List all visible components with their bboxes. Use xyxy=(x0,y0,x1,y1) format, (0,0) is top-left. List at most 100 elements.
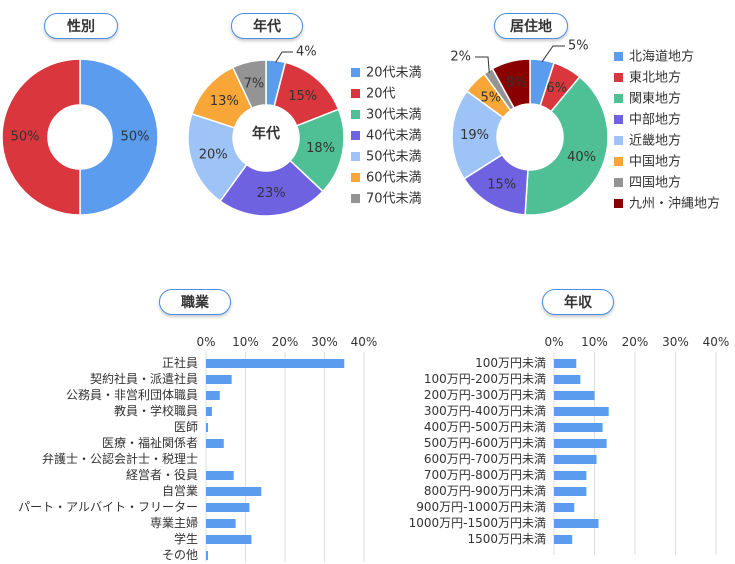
residence-label-4: 19% xyxy=(460,128,489,143)
occupation-category-9: パート・アルバイト・フリーター xyxy=(18,500,198,514)
income-category-8: 800万円-900万円未満 xyxy=(424,484,546,498)
income-bar-7 xyxy=(554,471,587,480)
occupation-bar-4 xyxy=(206,423,208,432)
income-category-6: 600万円-700万円未満 xyxy=(424,452,546,466)
income-bar-1 xyxy=(554,375,581,384)
occupation-category-4: 医師 xyxy=(174,420,198,434)
income-tick-3: 30% xyxy=(662,335,689,349)
occupation-tick-1: 10% xyxy=(232,335,259,349)
occupation-category-3: 教員・学校職員 xyxy=(114,403,198,418)
occupation-category-11: 学生 xyxy=(174,531,198,546)
occupation-bar-10 xyxy=(206,519,236,528)
income-bar-0 xyxy=(554,359,577,368)
age-legend-swatch-0 xyxy=(351,68,360,77)
income-category-11: 1500万円未満 xyxy=(467,532,546,546)
residence-label-2: 40% xyxy=(567,150,596,165)
age-legend-swatch-1 xyxy=(351,89,360,98)
occupation-bar-2 xyxy=(206,391,220,400)
age-legend-swatch-4 xyxy=(351,152,360,161)
occupation-bar-5 xyxy=(206,439,224,448)
age-chart-title: 年代 xyxy=(231,13,303,39)
income-tick-1: 10% xyxy=(581,335,608,349)
residence-label-0: 5% xyxy=(568,39,589,54)
residence-leader-0 xyxy=(541,45,565,63)
income-category-2: 200万円-300万円未満 xyxy=(424,388,546,402)
occupation-category-2: 公務員・非営利団体職員 xyxy=(66,388,198,402)
residence-legend-swatch-1 xyxy=(614,73,623,82)
occupation-bar-8 xyxy=(206,487,262,496)
income-tick-0: 0% xyxy=(544,335,563,349)
residence-legend-label-6: 四国地方 xyxy=(629,175,681,191)
income-bar-10 xyxy=(554,519,599,528)
occupation-category-8: 自営業 xyxy=(162,484,198,498)
occupation-tick-3: 30% xyxy=(311,335,338,349)
occupation-tick-0: 0% xyxy=(196,335,215,349)
occupation-category-5: 医療・福祉関係者 xyxy=(102,435,198,450)
residence-legend-swatch-3 xyxy=(614,115,623,124)
residence-label-6: 2% xyxy=(450,50,471,65)
income-bar-9 xyxy=(554,503,575,512)
age-legend-label-3: 40代未満 xyxy=(366,129,422,144)
residence-legend-swatch-0 xyxy=(614,52,623,61)
age-legend-label-4: 50代未満 xyxy=(366,150,422,165)
age-label-0: 4% xyxy=(296,45,317,60)
age-legend-label-2: 30代未満 xyxy=(366,108,422,123)
age-center-label: 年代 xyxy=(252,125,280,142)
income-bar-3 xyxy=(554,407,609,416)
residence-legend-label-3: 中部地方 xyxy=(629,112,681,128)
occupation-bar-1 xyxy=(206,375,232,384)
occupation-tick-4: 40% xyxy=(351,335,378,349)
income-bar-8 xyxy=(554,487,587,496)
residence-legend-swatch-6 xyxy=(614,178,623,187)
residence-legend-label-5: 中国地方 xyxy=(629,154,681,170)
residence-legend-label-1: 東北地方 xyxy=(629,70,681,86)
income-chart-title: 年収 xyxy=(542,289,614,315)
residence-slice-2 xyxy=(524,75,609,216)
residence-legend-label-7: 九州・沖縄地方 xyxy=(629,196,720,212)
age-legend-swatch-3 xyxy=(351,131,360,140)
age-legend-label-6: 70代未満 xyxy=(366,192,422,207)
age-legend-swatch-5 xyxy=(351,173,360,182)
residence-label-1: 6% xyxy=(546,81,567,96)
age-label-2: 18% xyxy=(306,141,335,156)
residence-legend-swatch-5 xyxy=(614,157,623,166)
age-legend-label-1: 20代 xyxy=(366,87,396,102)
occupation-tick-2: 20% xyxy=(272,335,299,349)
age-legend-swatch-6 xyxy=(351,194,360,203)
residence-legend-label-2: 関東地方 xyxy=(629,91,681,107)
income-tick-2: 20% xyxy=(622,335,649,349)
age-legend-swatch-2 xyxy=(351,110,360,119)
occupation-bar-9 xyxy=(206,503,250,512)
residence-label-3: 15% xyxy=(487,177,516,192)
income-category-9: 900万円-1000万円未満 xyxy=(416,500,546,514)
gender-slice-0 xyxy=(79,58,159,216)
gender-slice-1 xyxy=(1,58,81,216)
income-category-5: 500万円-600万円未満 xyxy=(424,436,546,450)
residence-legend-label-0: 北海道地方 xyxy=(629,49,694,65)
occupation-category-6: 弁護士・公認会計士・税理士 xyxy=(42,451,198,466)
income-category-3: 300万円-400万円未満 xyxy=(424,404,546,418)
age-label-5: 13% xyxy=(210,94,239,109)
income-tick-4: 40% xyxy=(703,335,730,349)
income-bar-5 xyxy=(554,439,607,448)
income-bar-2 xyxy=(554,391,595,400)
age-legend-label-0: 20代未満 xyxy=(366,66,422,81)
income-category-10: 1000万円-1500万円未満 xyxy=(409,516,546,530)
occupation-category-0: 正社員 xyxy=(162,355,198,370)
age-label-6: 7% xyxy=(244,76,265,91)
residence-legend-label-4: 近畿地方 xyxy=(629,133,681,149)
occupation-bar-11 xyxy=(206,535,252,544)
gender-chart-title: 性別 xyxy=(44,13,118,39)
occupation-category-1: 契約社員・派遣社員 xyxy=(90,371,198,386)
residence-legend-swatch-4 xyxy=(614,136,623,145)
income-bar-11 xyxy=(554,535,573,544)
income-bar-4 xyxy=(554,423,603,432)
income-category-7: 700万円-800万円未満 xyxy=(424,468,546,482)
age-label-4: 20% xyxy=(199,148,228,163)
age-slice-6 xyxy=(231,59,267,110)
age-legend-label-5: 60代未満 xyxy=(366,171,422,186)
occupation-category-12: その他 xyxy=(162,548,198,562)
age-leader-0 xyxy=(275,51,293,63)
